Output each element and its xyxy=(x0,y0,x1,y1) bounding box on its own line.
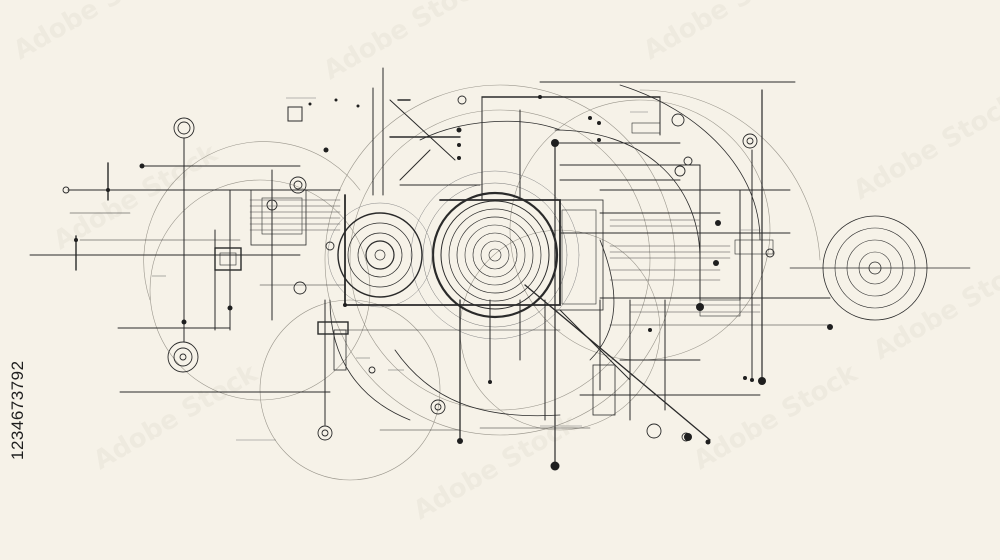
vertical-lines xyxy=(75,67,763,467)
dial-frame xyxy=(344,179,681,306)
svg-text:Adobe Stock: Adobe Stock xyxy=(319,0,494,86)
detail-hatching xyxy=(249,199,761,313)
watermark-tiles: Adobe Stock Adobe Stock Adobe Stock Adob… xyxy=(9,0,1000,526)
terminal-dots xyxy=(74,95,833,471)
right-dial xyxy=(789,215,971,321)
svg-text:Adobe Stock: Adobe Stock xyxy=(9,0,184,66)
main-dial xyxy=(410,170,580,340)
svg-text:Adobe Stock: Adobe Stock xyxy=(869,248,1000,366)
left-dial xyxy=(327,202,433,308)
small-gauges xyxy=(62,95,775,442)
diagonal-lines xyxy=(389,99,711,441)
svg-text:Adobe Stock: Adobe Stock xyxy=(689,358,864,476)
svg-text:Adobe Stock: Adobe Stock xyxy=(89,358,264,476)
annotation-marks xyxy=(152,97,762,441)
svg-text:Adobe Stock: Adobe Stock xyxy=(639,0,814,66)
stock-id-watermark: 1234673792 xyxy=(8,360,27,460)
sweeping-curves xyxy=(329,84,761,421)
svg-text:Adobe Stock: Adobe Stock xyxy=(849,88,1000,206)
horizontal-lines xyxy=(29,81,831,431)
svg-text:Adobe Stock: Adobe Stock xyxy=(49,138,224,256)
